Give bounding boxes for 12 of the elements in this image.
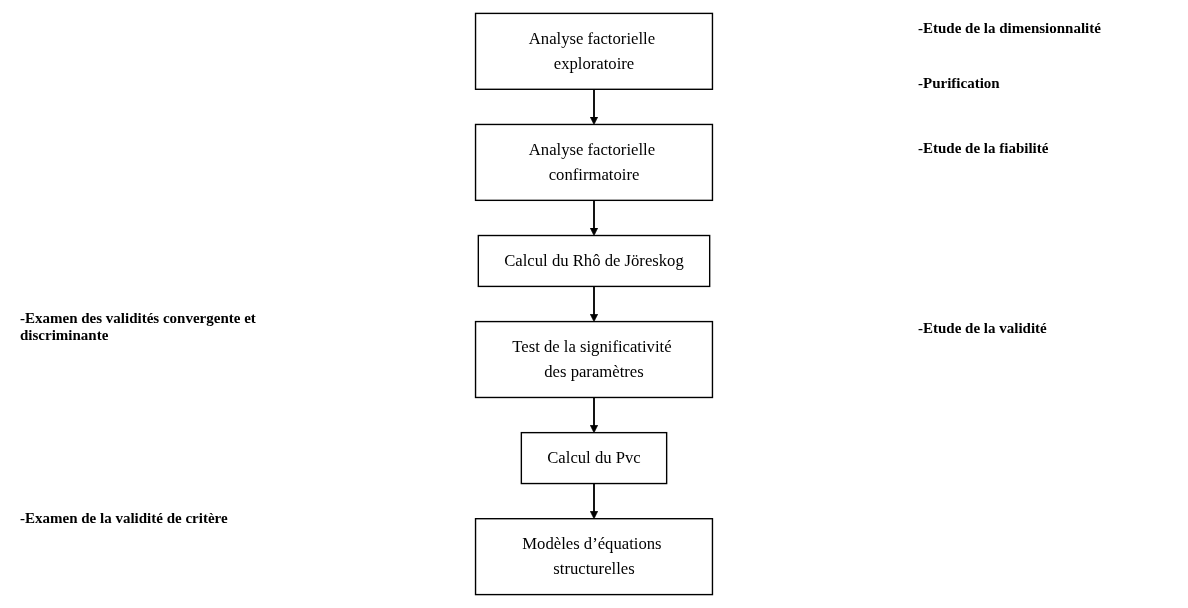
process-box: Analyse factorielle confirmatoire bbox=[474, 123, 714, 202]
annotation-text: -Examen des validités convergente et discriminante bbox=[20, 310, 257, 344]
annotation-text: -Purification bbox=[918, 75, 1001, 92]
process-box: Test de la significativité des paramètres bbox=[474, 320, 714, 399]
annotation-text: -Etude de la validité bbox=[918, 320, 1048, 337]
annotation-text: -Examen de la validité de critère bbox=[20, 510, 229, 527]
annotation-text: -Etude de la fiabilité bbox=[918, 140, 1050, 157]
process-box: Analyse factorielle exploratoire bbox=[474, 12, 714, 90]
process-box: Calcul du Pvc bbox=[520, 431, 668, 485]
process-box: Modèles d’équations structurelles bbox=[474, 518, 714, 596]
annotation-text: -Etude de la dimensionnalité bbox=[918, 20, 1102, 37]
process-box: Calcul du Rhô de Jöreskog bbox=[477, 234, 711, 288]
